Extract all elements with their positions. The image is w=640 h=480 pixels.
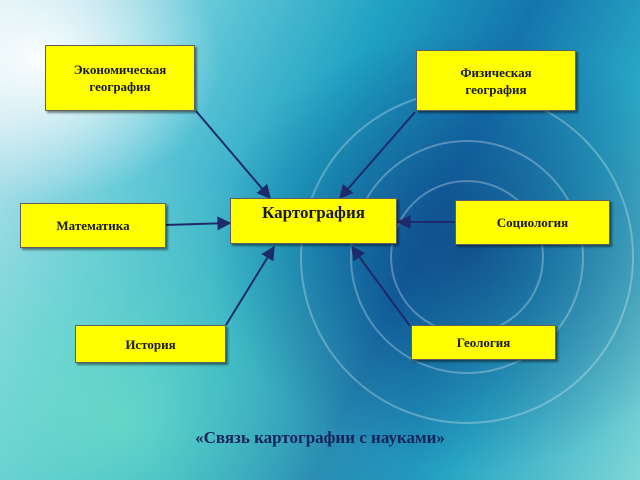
decorative-swirl xyxy=(350,140,584,374)
node-label: Геология xyxy=(456,335,511,350)
node-label: Картография xyxy=(262,203,365,222)
node-label: Социология xyxy=(496,215,569,230)
node-label: Математика xyxy=(56,218,130,233)
node-label: История xyxy=(125,336,176,352)
arrow-economic-to-center xyxy=(195,110,271,200)
arrow-geology-to-center xyxy=(351,245,411,327)
node-geology: Геология xyxy=(411,325,556,360)
node-sociology: Социология xyxy=(455,200,610,245)
node-mathematics: Математика xyxy=(20,203,166,248)
arrow-physical-to-center xyxy=(339,111,416,200)
node-cartography-center: Картография xyxy=(230,198,397,244)
node-label: Физическая география xyxy=(460,64,532,97)
node-label: Экономическая география xyxy=(73,62,167,94)
node-history: История xyxy=(75,325,226,363)
node-economic-geography: Экономическая география xyxy=(45,45,195,111)
arrow-math-to-center xyxy=(164,216,232,231)
arrow-history-to-center xyxy=(225,245,275,326)
diagram-caption: «Связь картографии с науками» xyxy=(195,428,445,447)
node-physical-geography: Физическая география xyxy=(416,50,576,111)
